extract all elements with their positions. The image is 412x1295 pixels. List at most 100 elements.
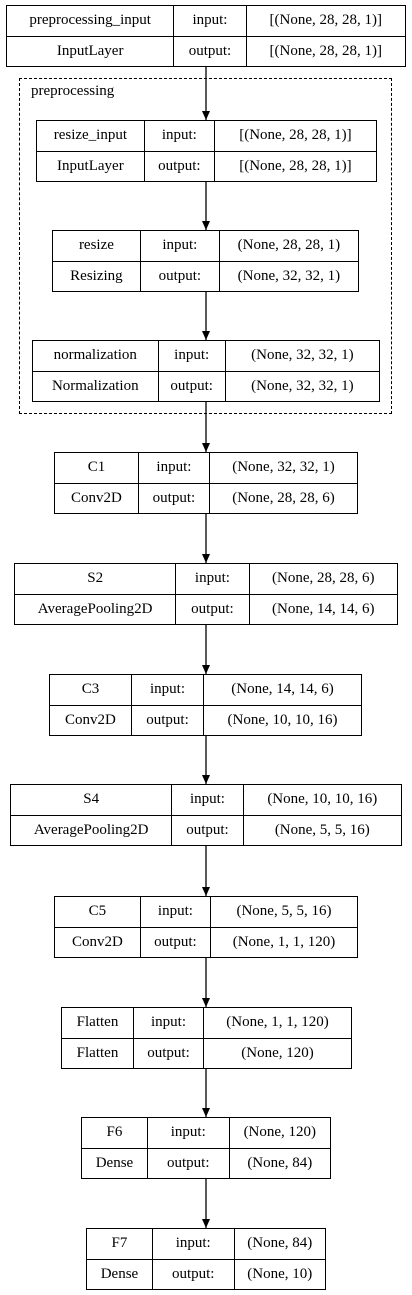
input-label: input: (176, 564, 249, 595)
layer-type: InputLayer (57, 157, 124, 174)
output-label: output: (188, 42, 232, 59)
input-label: input: (140, 897, 210, 928)
node-column: (None, 120) (None, 84) (229, 1118, 330, 1178)
layer-name: resize_input (37, 121, 144, 152)
input-shape: (None, 120) (229, 1118, 330, 1149)
node-column: input: output: (147, 1118, 230, 1178)
node-column: (None, 84) (None, 10) (234, 1229, 326, 1289)
layer-type: Resizing (70, 267, 123, 284)
node-column: (None, 5, 5, 16) (None, 1, 1, 120) (210, 897, 357, 957)
input-shape: (None, 32, 32, 1) (225, 341, 379, 372)
input-label: input: (147, 1118, 229, 1149)
output-label: output: (170, 377, 213, 394)
layer-type: Dense (95, 1154, 134, 1171)
node-column: input: output: (144, 121, 215, 181)
node-column: input: output: (176, 564, 250, 624)
node-column: (None, 14, 14, 6) (None, 10, 10, 16) (204, 675, 361, 735)
output-shape: [(None, 28, 28, 1)] (239, 157, 352, 174)
output-shape: (None, 5, 5, 16) (274, 821, 370, 838)
input-label: input: (158, 341, 225, 372)
cluster-label: preprocessing (31, 83, 115, 99)
input-shape: [(None, 28, 28, 1)] (246, 6, 405, 37)
layer-name: F7 (87, 1229, 152, 1260)
layer-name: C3 (50, 675, 131, 706)
layer-type: AveragePooling2D (33, 821, 149, 838)
output-shape: (None, 10) (247, 1265, 313, 1282)
node-column: input: output: (140, 897, 211, 957)
output-label: output: (147, 1044, 190, 1061)
input-label: input: (172, 785, 243, 816)
layer-type: Conv2D (72, 933, 123, 950)
output-shape: (None, 10, 10, 16) (227, 711, 338, 728)
input-label: input: (131, 675, 204, 706)
input-shape: (None, 28, 28, 1) (219, 231, 358, 262)
node-column: input:output: (131, 675, 205, 735)
layer-type: Conv2D (71, 489, 122, 506)
node-column: [(None, 28, 28, 1)] [(None, 28, 28, 1)] (246, 6, 405, 66)
layer-type: Flatten (76, 1044, 119, 1061)
output-shape: (None, 14, 14, 6) (272, 600, 375, 617)
node-column: (None, 32, 32, 1)(None, 28, 28, 6) (209, 453, 357, 513)
node-column: (None, 1, 1, 120)(None, 120) (204, 1008, 351, 1068)
input-label: input: (144, 121, 214, 152)
output-label: output: (158, 157, 201, 174)
input-label: input: (174, 6, 246, 37)
input-label: input: (152, 1229, 234, 1260)
node-column: input:output: (134, 1008, 205, 1068)
input-label: input: (138, 453, 209, 484)
output-shape: (None, 28, 28, 6) (232, 489, 335, 506)
input-shape: (None, 5, 5, 16) (210, 897, 357, 928)
layer-type: Conv2D (65, 711, 116, 728)
node-column: (None, 10, 10, 16) (None, 5, 5, 16) (243, 785, 401, 845)
node-column: input: output: (174, 6, 247, 66)
node-column: input:output: (172, 785, 244, 845)
layer-name: F6 (82, 1118, 147, 1149)
output-shape: (None, 120) (241, 1044, 314, 1061)
layer-name: Flatten (62, 1008, 134, 1039)
output-shape: (None, 32, 32, 1) (251, 377, 354, 394)
layer-name: normalization (33, 341, 158, 372)
output-shape: (None, 84) (247, 1154, 313, 1171)
output-label: output: (171, 1265, 215, 1282)
node-column: input:output: (138, 453, 210, 513)
output-label: output: (167, 1154, 210, 1171)
input-shape: (None, 10, 10, 16) (243, 785, 401, 816)
output-shape: [(None, 28, 28, 1)] (269, 42, 383, 59)
node-column: (None, 28, 28, 1) (None, 32, 32, 1) (219, 231, 358, 291)
node-column: input: output: (158, 341, 226, 401)
output-label: output: (191, 600, 234, 617)
layer-type: InputLayer (56, 42, 124, 59)
input-label: input: (140, 231, 219, 262)
output-shape: (None, 32, 32, 1) (237, 267, 341, 284)
layer-name: preprocessing_input (7, 6, 174, 37)
layer-name: S2 (15, 564, 176, 595)
output-shape: (None, 1, 1, 120) (232, 933, 336, 950)
input-shape: (None, 84) (234, 1229, 326, 1260)
layer-name: resize (53, 231, 140, 262)
input-shape: (None, 14, 14, 6) (204, 675, 361, 706)
output-label: output: (154, 933, 197, 950)
node-column: input:output: (140, 231, 220, 291)
node-column: [(None, 28, 28, 1)][(None, 28, 28, 1)] (214, 121, 376, 181)
input-shape: (None, 28, 28, 6) (249, 564, 397, 595)
layer-type: AveragePooling2D (37, 600, 153, 617)
layer-type: Normalization (51, 377, 139, 394)
